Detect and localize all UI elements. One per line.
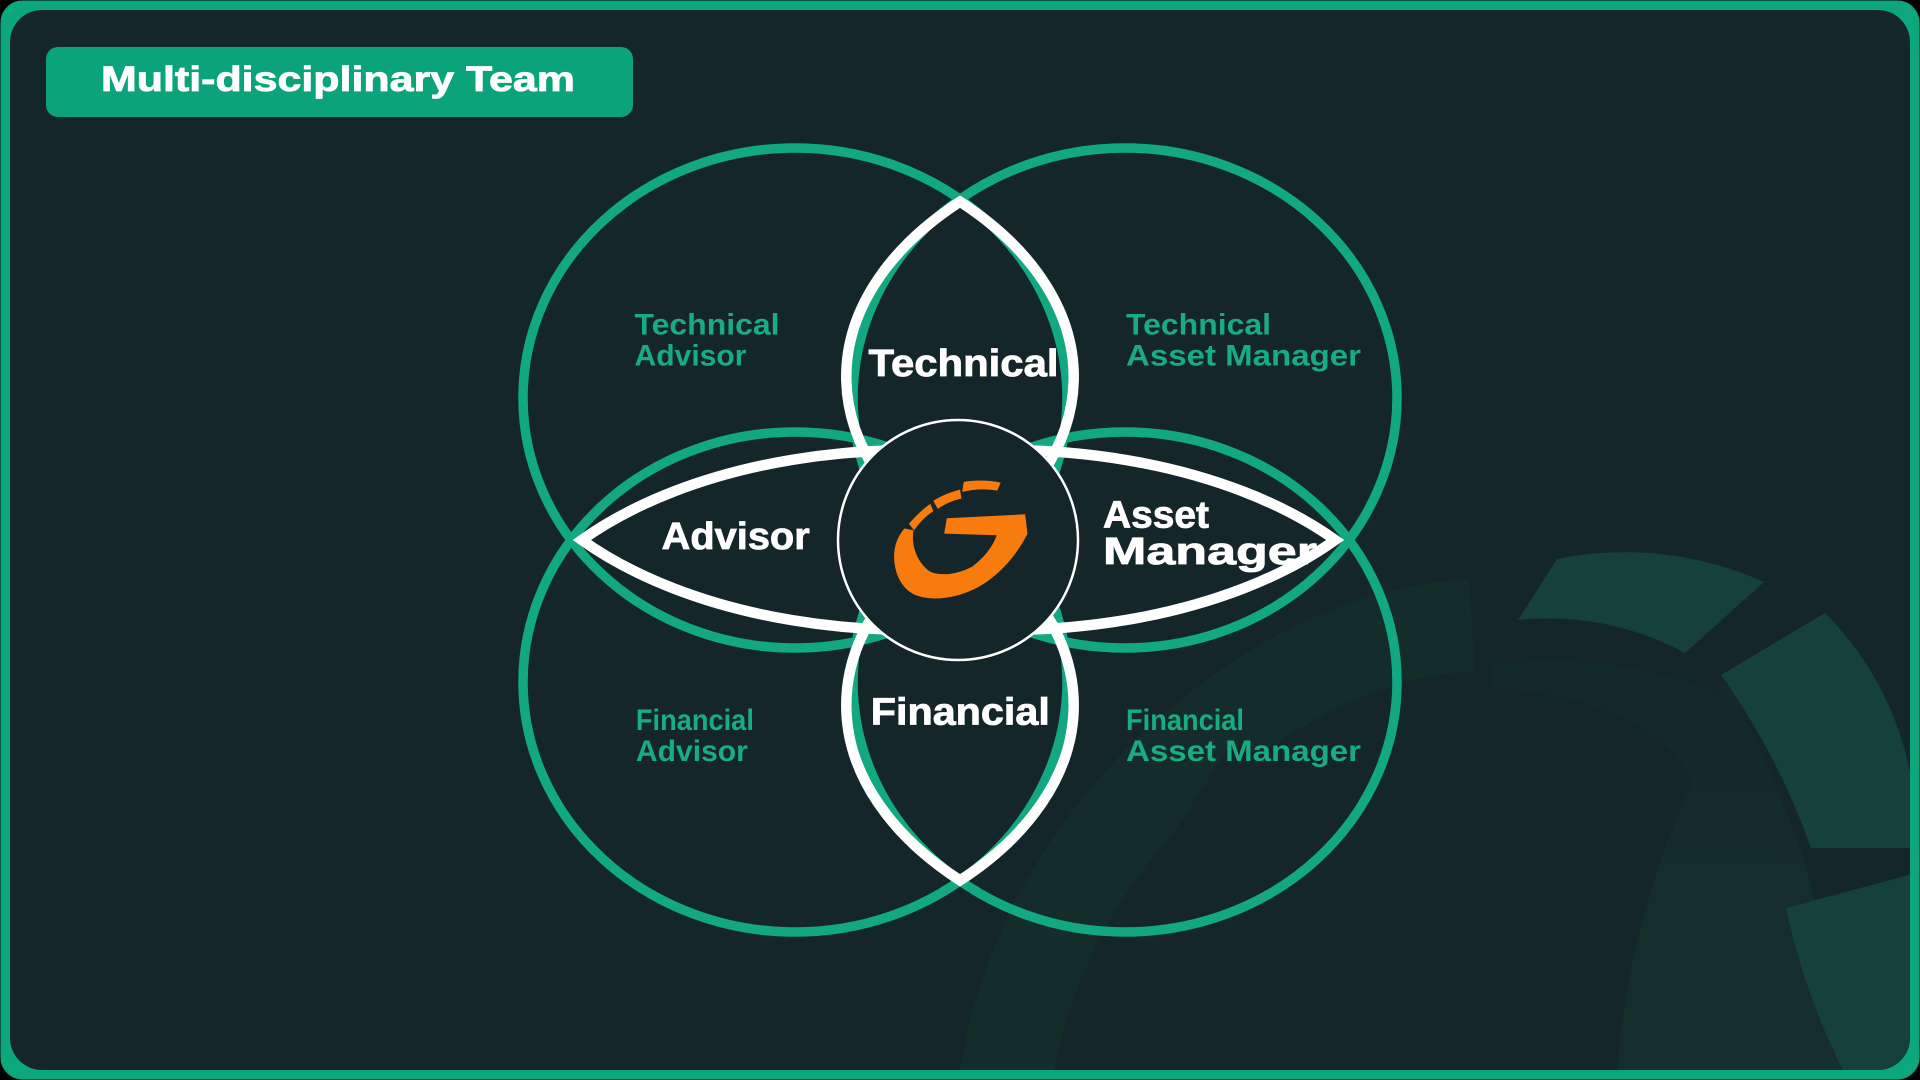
svg-text:Technical: Technical: [869, 343, 1059, 385]
svg-text:Asset: Asset: [1103, 495, 1209, 537]
svg-text:Asset Manager: Asset Manager: [1126, 735, 1361, 768]
svg-text:Asset Manager: Asset Manager: [1126, 340, 1361, 373]
svg-text:Advisor: Advisor: [636, 735, 748, 768]
svg-text:Technical: Technical: [1126, 309, 1271, 342]
svg-text:Technical: Technical: [635, 309, 780, 342]
svg-text:Multi-disciplinary Team: Multi-disciplinary Team: [101, 60, 575, 99]
svg-text:Advisor: Advisor: [662, 516, 810, 558]
svg-text:Financial: Financial: [871, 692, 1050, 734]
svg-text:Financial: Financial: [1126, 704, 1244, 737]
svg-text:Financial: Financial: [636, 704, 754, 737]
svg-text:Advisor: Advisor: [635, 340, 747, 373]
svg-text:Manager: Manager: [1103, 531, 1317, 573]
